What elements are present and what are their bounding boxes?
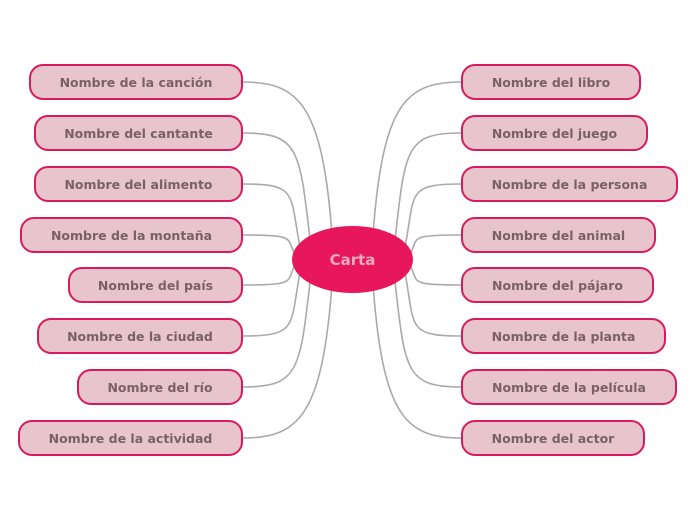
connector-left-7 — [242, 281, 311, 388]
topic-right-5[interactable]: Nombre del pájaro — [461, 267, 654, 303]
topic-right-2[interactable]: Nombre del juego — [461, 115, 648, 151]
topic-right-1[interactable]: Nombre del libro — [461, 64, 641, 100]
connector-left-8 — [242, 290, 333, 439]
topic-right-7[interactable]: Nombre de la película — [461, 369, 677, 405]
central-topic[interactable]: Carta — [292, 226, 413, 293]
connector-right-3 — [404, 183, 462, 247]
connector-left-1 — [242, 81, 333, 229]
connector-left-4 — [242, 234, 297, 256]
topic-left-5[interactable]: Nombre del país — [68, 267, 243, 303]
topic-left-4[interactable]: Nombre de la montaña — [20, 217, 243, 253]
connector-right-2 — [394, 132, 462, 238]
topic-left-2[interactable]: Nombre del cantante — [34, 115, 243, 151]
topic-right-3[interactable]: Nombre de la persona — [461, 166, 678, 202]
connector-right-7 — [394, 281, 462, 388]
topic-right-4[interactable]: Nombre del animal — [461, 217, 656, 253]
connector-left-6 — [242, 272, 301, 337]
topic-left-7[interactable]: Nombre del río — [77, 369, 243, 405]
connector-left-5 — [242, 263, 297, 286]
topic-left-1[interactable]: Nombre de la canción — [29, 64, 243, 100]
topic-right-6[interactable]: Nombre de la planta — [461, 318, 666, 354]
connector-right-5 — [408, 263, 462, 286]
topic-left-8[interactable]: Nombre de la actividad — [18, 420, 243, 456]
topic-left-6[interactable]: Nombre de la ciudad — [37, 318, 243, 354]
connector-right-1 — [372, 81, 462, 229]
topic-right-8[interactable]: Nombre del actor — [461, 420, 645, 456]
connector-right-6 — [404, 272, 462, 337]
connector-right-8 — [372, 290, 462, 439]
connector-right-4 — [408, 234, 462, 256]
connector-left-2 — [242, 132, 311, 238]
topic-left-3[interactable]: Nombre del alimento — [34, 166, 243, 202]
connector-left-3 — [242, 183, 301, 247]
